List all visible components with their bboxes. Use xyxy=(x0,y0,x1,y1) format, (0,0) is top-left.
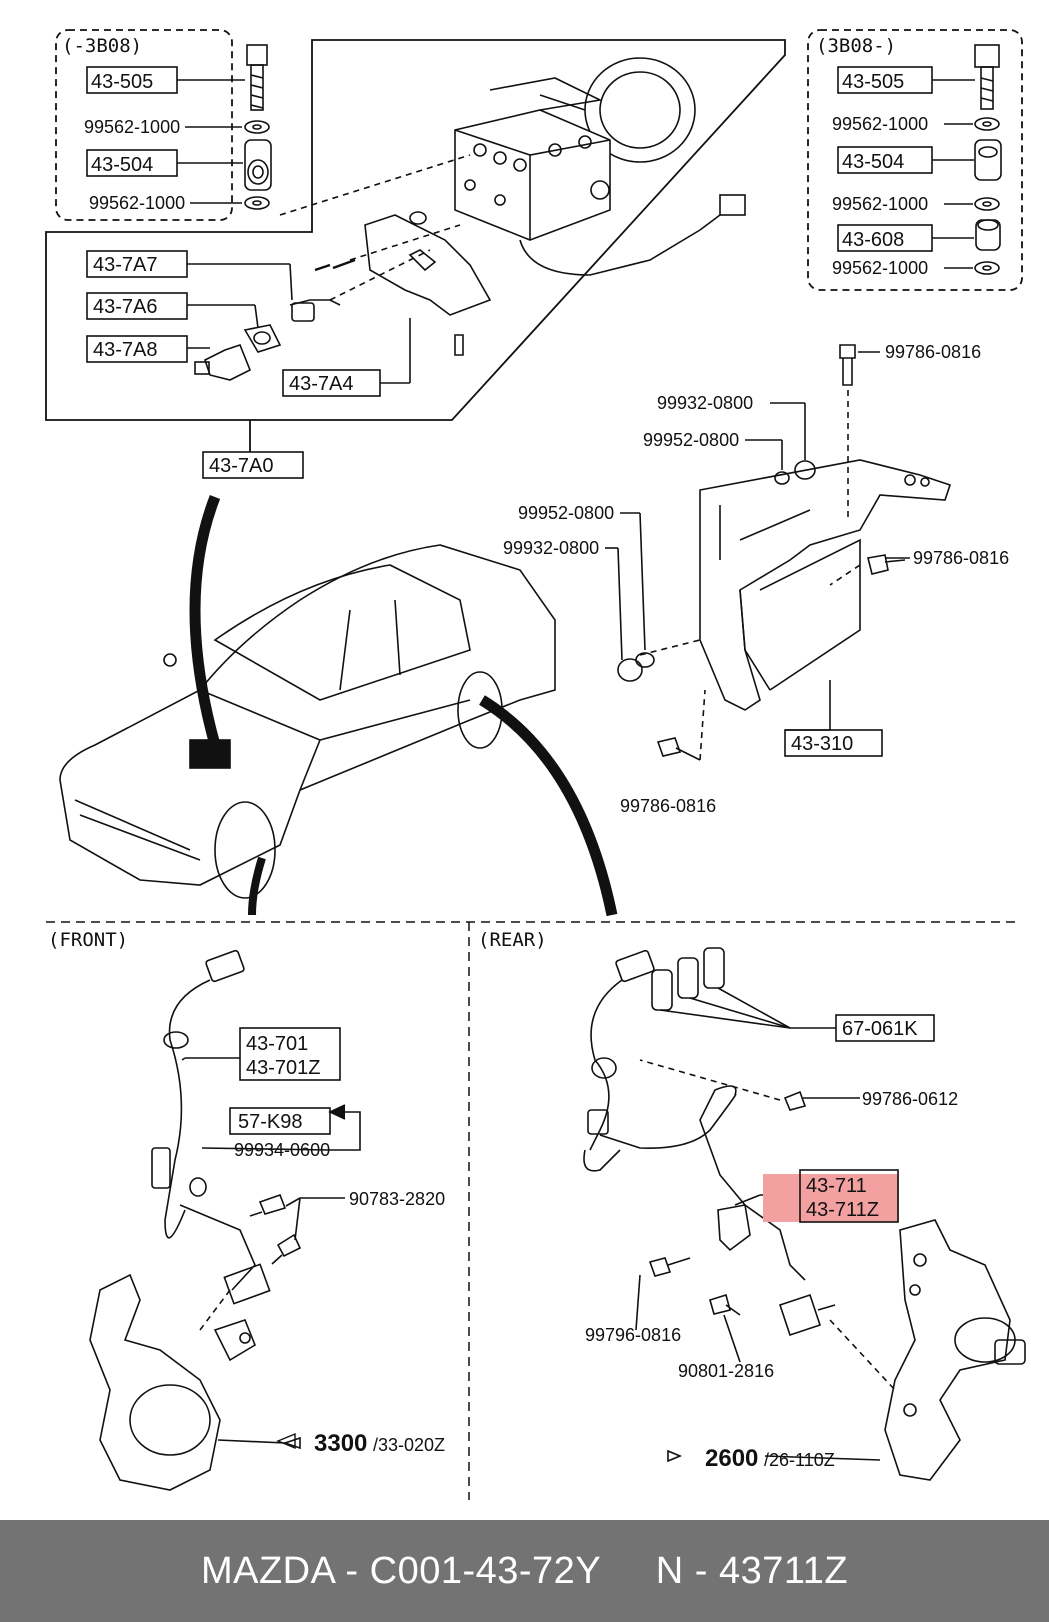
front-sensor-part-2: 43-701Z xyxy=(246,1057,321,1079)
part-washer-l1: 99562-1000 xyxy=(84,117,180,137)
rear-sensor-highlight xyxy=(763,1174,899,1222)
part-43-7A7: 43-7A7 xyxy=(93,254,158,276)
part-43-7A4: 43-7A4 xyxy=(289,373,354,395)
part-43-7A8: 43-7A8 xyxy=(93,339,158,361)
part-57-K98: 57-K98 xyxy=(238,1111,303,1133)
part-43-7A6: 43-7A6 xyxy=(93,296,158,318)
part-washer-b: 99952-0800 xyxy=(518,503,614,523)
part-67-061K: 67-061K xyxy=(842,1018,918,1040)
part-nut-a: 99932-0800 xyxy=(657,393,753,413)
footer-bar: MAZDA - C001-43-72Y N - 43711Z xyxy=(0,1520,1049,1622)
rear-sensor-part-1: 43-711 xyxy=(806,1175,867,1197)
footer-text: MAZDA - C001-43-72Y N - 43711Z xyxy=(200,1549,849,1592)
right-dashed-group xyxy=(807,29,1023,291)
part-washer-r1: 99562-1000 xyxy=(832,114,928,134)
right-group-parts xyxy=(837,44,1002,275)
rear-sensor-part-2: 43-711Z xyxy=(806,1199,879,1221)
part-bolt-rear-a: 99786-0612 xyxy=(862,1089,958,1109)
front-ref-bold: 3300 xyxy=(314,1430,367,1457)
part-43-504-left: 43-504 xyxy=(91,154,153,176)
part-43-505-left: 43-505 xyxy=(91,71,153,93)
pointer-rear xyxy=(479,695,618,917)
rear-ref-rest: /26-110Z xyxy=(764,1450,835,1470)
part-washer-r3: 99562-1000 xyxy=(832,258,928,278)
left-dashed-group xyxy=(55,29,233,221)
part-43-7A0: 43-7A0 xyxy=(209,455,274,477)
front-sensor-drawing xyxy=(89,949,361,1491)
part-bolt-right: 99786-0816 xyxy=(913,548,1009,568)
parts-diagram: (-3B08) (3B08-) 43-505 43-504 99562-1000… xyxy=(45,29,1026,1500)
pointer-front xyxy=(248,856,266,916)
bracket-drawing xyxy=(605,344,952,761)
part-washer-a: 99952-0800 xyxy=(643,430,739,450)
part-nut-b: 99932-0800 xyxy=(503,538,599,558)
part-bolt-front: 90783-2820 xyxy=(349,1189,445,1209)
part-43-504-right: 43-504 xyxy=(842,151,904,173)
front-ref-rest: /33-020Z xyxy=(373,1435,445,1455)
rear-ref-bold: 2600 xyxy=(705,1445,758,1472)
part-washer-r2: 99562-1000 xyxy=(832,194,928,214)
hcu-frame xyxy=(45,39,786,421)
pointer-hcu xyxy=(189,495,221,747)
part-washer-l2: 99562-1000 xyxy=(89,193,185,213)
rear-title: (REAR) xyxy=(478,929,547,951)
front-title: (FRONT) xyxy=(48,929,128,951)
part-bolt-top: 99786-0816 xyxy=(885,342,981,362)
diagram-canvas: (-3B08) (3B08-) 43-505 43-504 99562-1000… xyxy=(45,29,1026,1500)
part-43-310: 43-310 xyxy=(791,733,853,755)
part-43-608: 43-608 xyxy=(842,229,904,251)
part-43-505-right: 43-505 xyxy=(842,71,904,93)
car-illustration xyxy=(59,544,556,899)
part-bolt-rear-b: 99796-0816 xyxy=(585,1325,681,1345)
right-group-label: (3B08-) xyxy=(816,35,896,57)
left-group-label: (-3B08) xyxy=(62,35,142,57)
front-ref-arrow-icon xyxy=(276,1432,296,1450)
hcu-unit-drawing xyxy=(187,57,746,384)
part-bolt-rear-c: 90801-2816 xyxy=(678,1361,774,1381)
left-group-parts xyxy=(86,44,272,210)
part-nut-front: 99934-0600 xyxy=(234,1140,330,1160)
front-sensor-part-1: 43-701 xyxy=(246,1033,308,1055)
part-bolt-bottom: 99786-0816 xyxy=(620,796,716,816)
